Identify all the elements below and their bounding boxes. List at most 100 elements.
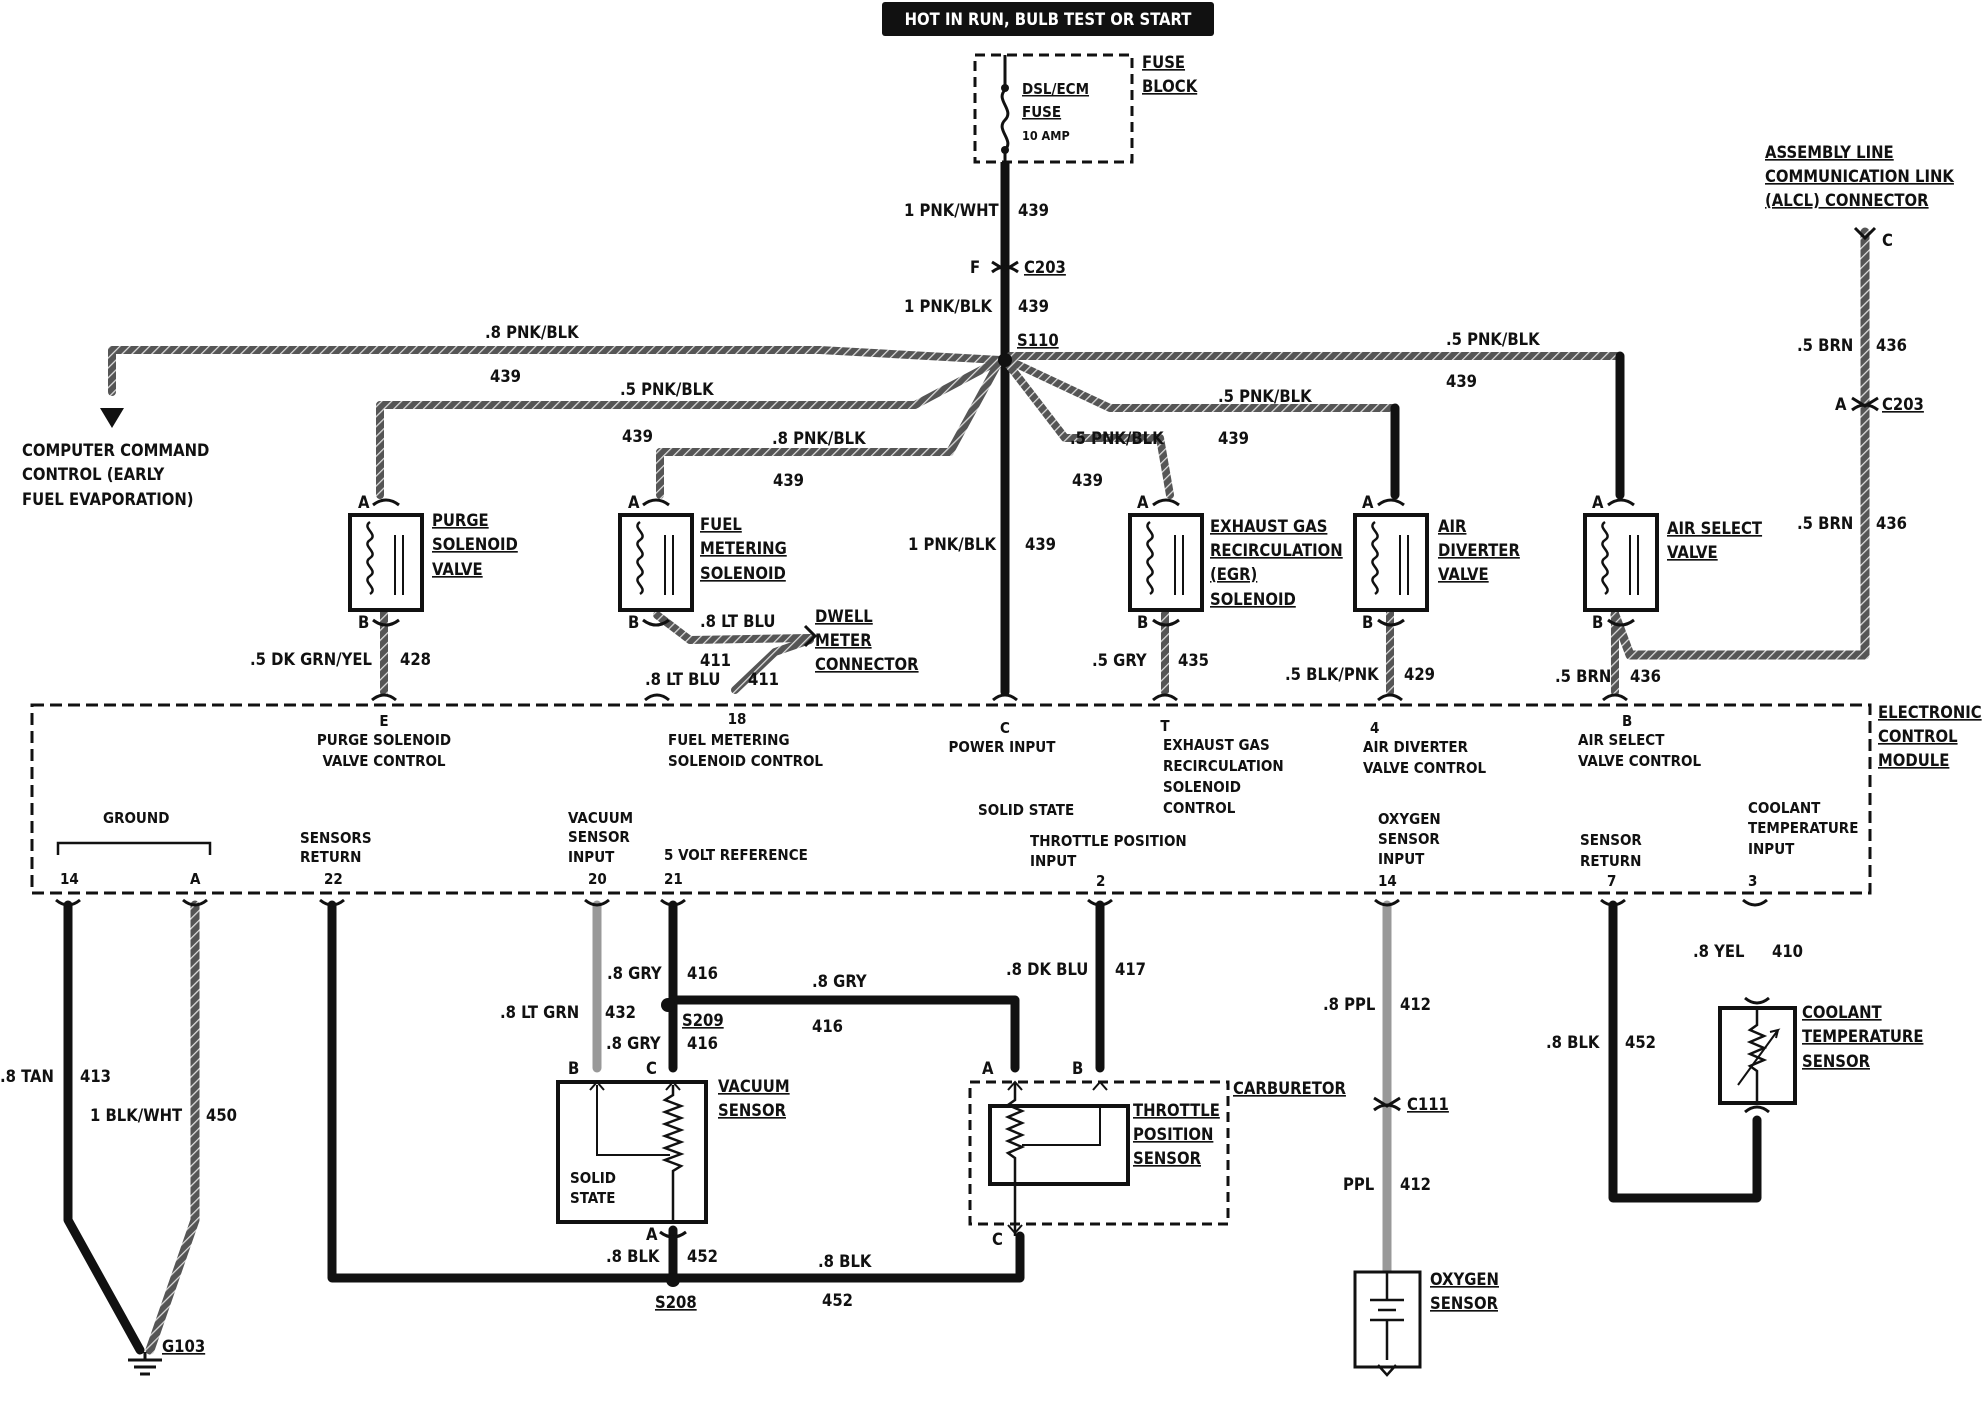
term-4-l2: VALVE CONTROL [1363,759,1486,777]
egr-name-3: (EGR) [1210,565,1257,584]
purge-pin-a: A [358,493,370,512]
wire-circuit-w-o2-top: 412 [1400,995,1431,1014]
wire-gauge-w-s208-vac: .8 BLK [606,1247,660,1266]
bt-7-pin: 7 [1607,872,1616,890]
ccc-label-3: FUEL EVAPORATION) [22,490,194,509]
bt-3-l2: TEMPERATURE [1748,819,1858,837]
vac-pin-a: A [646,1225,658,1244]
ecm-title-2: CONTROL [1878,727,1958,746]
coolant-name-2: TEMPERATURE [1802,1027,1923,1046]
wire-egr [1001,356,1174,499]
wire-circuit-w-s208-tps: 452 [822,1291,853,1310]
coolant-name-1: COOLANT [1802,1003,1882,1022]
ecm-solid-state: SOLID STATE [978,801,1074,819]
wire-gauge-w-dwell: .8 LT BLU [700,612,775,631]
term-b-l1: AIR SELECT [1578,731,1665,749]
wire-circuit-w-purge: 439 [622,427,653,446]
o2-name-2: SENSOR [1430,1294,1499,1313]
bt-21-pin: 21 [664,870,683,888]
wire-ground14 [63,900,145,1355]
alcl-connector: ASSEMBLY LINE COMMUNICATION LINK (ALCL) … [1765,143,1954,250]
wire-circuit-w-fms-ctl: 411 [748,670,779,689]
purge-name-1: PURGE [432,511,489,530]
alcl-title-1: ASSEMBLY LINE [1765,143,1894,162]
wire-gauge-w-power: 1 PNK/BLK [908,535,996,554]
carb-label: CARBURETOR [1233,1079,1346,1098]
wire-circuit-w-s208-vac: 452 [687,1247,718,1266]
connector-c203-top [991,260,1019,274]
wire-circuit-w-vac-input: 432 [605,1003,636,1022]
wire-circuit-w-alcl-top: 436 [1876,336,1907,355]
wire-circuit-w-egr-ctl: 435 [1178,651,1209,670]
bt-2-pin: 2 [1096,872,1105,890]
wire-fms-ctl [653,611,814,644]
vac-pin-b: B [568,1059,579,1078]
bt-20-l2: SENSOR [568,828,630,846]
bt-14b-l2: SENSOR [1378,830,1440,848]
wire-gauge-w-groundA: 1 BLK/WHT [90,1106,183,1125]
ccc-label-1: COMPUTER COMMAND [22,441,209,460]
airdiv-name-1: AIR [1438,517,1467,536]
wire-circuit-w-alcl-bot: 436 [1876,514,1907,533]
wire-gauge-w-5v-ref: .8 GRY [607,964,662,983]
term-e-pin: E [379,712,388,730]
term-18-l2: SOLENOID CONTROL [668,752,823,770]
s110-label: S110 [1017,331,1059,350]
term-e-l2: VALVE CONTROL [322,752,445,770]
airdiv-pin-a: A [1362,493,1374,512]
wire-gauge-w-fuse-c203: 1 PNK/WHT [904,201,1000,220]
fms-pin-a: A [628,493,640,512]
ccc-label-2: CONTROL (EARLY [22,465,164,484]
bt-14b-l3: INPUT [1378,850,1425,868]
term-b-l2: VALVE CONTROL [1578,752,1701,770]
fuse-block-title-2: BLOCK [1142,77,1198,96]
wire-gauge-w-alcl-bot: .5 BRN [1797,514,1853,533]
wire-circuit-w-5v-ref: 416 [687,964,718,983]
bt-14b-pin: 14 [1378,872,1397,890]
wire-gauge-w-egr-ctl: .5 GRY [1092,651,1147,670]
tps-pin-b: B [1072,1059,1083,1078]
bt-a-pin: A [190,870,201,888]
wire-purge [376,356,1004,499]
vac-name-2: SENSOR [718,1101,787,1120]
alcl-pin: C [1882,231,1893,250]
vac-inner-2: STATE [570,1189,615,1207]
splice-s110-dot [998,353,1012,367]
fms-name-2: METERING [700,539,787,558]
c203-right-label: C203 [1882,395,1924,414]
wire-gauge-w-5v-vac: .8 GRY [606,1034,661,1053]
wire-circuit-w-power: 439 [1025,535,1056,554]
egr-pin-b: B [1137,613,1148,632]
wire-groundA [145,900,200,1355]
wire-circuit-w-fms: 439 [773,471,804,490]
purge-solenoid: A B PURGE SOLENOID VALVE [348,493,518,632]
wire-circuit-w-airdiv-ctl: 429 [1404,665,1435,684]
s209-label: S209 [682,1011,724,1030]
egr-name-1: EXHAUST GAS [1210,517,1327,536]
fuse-block-title-1: FUSE [1142,53,1185,72]
purge-name-3: VALVE [432,560,483,579]
wire-gauge-w-purge: .5 PNK/BLK [620,380,714,399]
vac-inner-1: SOLID [570,1169,616,1187]
wire-circuit-w-airsel-ctl: 436 [1630,667,1661,686]
fms-pin-b: B [628,613,639,632]
airdiv-pin-b: B [1362,613,1373,632]
term-t-l4: CONTROL [1163,799,1236,817]
ccc-arrow: COMPUTER COMMAND CONTROL (EARLY FUEL EVA… [22,408,209,509]
wire-ccc [108,346,1004,396]
wire-gauge-w-airdiv-ctl: .5 BLK/PNK [1285,665,1379,684]
term-t-l2: RECIRCULATION [1163,757,1284,775]
wire-circuit-w-air-sel: 439 [1446,372,1477,391]
wire-gauge-w-coolant: .8 YEL [1693,942,1745,961]
fuse-rating: 10 AMP [1022,128,1070,143]
wire-gauge-w-vac-input: .8 LT GRN [500,1003,579,1022]
wire-circuit-w-o2-bot: 412 [1400,1175,1431,1194]
dwell-meter-connector: DWELL METER CONNECTOR [803,607,919,674]
coolant-sensor: COOLANT TEMPERATURE SENSOR [1718,996,1923,1114]
fuse-symbol [1000,55,1010,162]
wire-circuit-w-5v-vac: 416 [687,1034,718,1053]
wire-fms [656,356,1004,499]
wire-gauge-w-airsel-ctl: .5 BRN [1555,667,1611,686]
wire-dwell [731,636,814,694]
airsel-name-2: VALVE [1667,543,1718,562]
